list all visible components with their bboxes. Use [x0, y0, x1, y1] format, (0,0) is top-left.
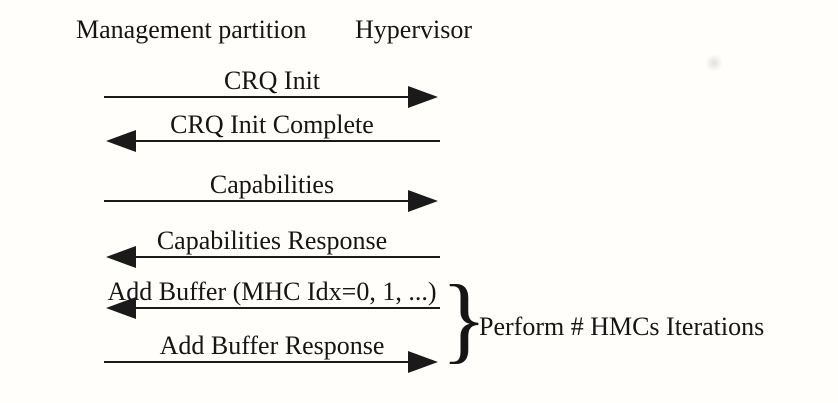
message-line [104, 361, 410, 363]
participant-left-label: Management partition [76, 15, 307, 44]
arrowhead-right-icon [408, 351, 438, 373]
arrowhead-left-icon [106, 297, 136, 319]
message-label: CRQ Init Complete [170, 110, 374, 139]
arrowhead-left-icon [106, 130, 136, 152]
arrowhead-right-icon [408, 86, 438, 108]
message-label: CRQ Init [223, 66, 321, 95]
message-line [134, 307, 440, 309]
iteration-group-label: Perform # HMCs Iterations [479, 312, 765, 341]
message-label: Capabilities [209, 170, 335, 199]
message-line [134, 140, 440, 142]
message-line [104, 96, 410, 98]
group-brace-icon: } [441, 265, 488, 372]
message-label: Add Buffer (MHC Idx=0, 1, ...) [107, 277, 437, 306]
message-line [104, 200, 410, 202]
message-line [134, 256, 440, 258]
arrowhead-left-icon [106, 246, 136, 268]
scan-artifact-dot [705, 54, 723, 72]
participant-right-label: Hypervisor [355, 15, 472, 44]
message-label: Add Buffer Response [159, 331, 385, 360]
arrowhead-right-icon [408, 190, 438, 212]
message-label: Capabilities Response [156, 226, 388, 255]
